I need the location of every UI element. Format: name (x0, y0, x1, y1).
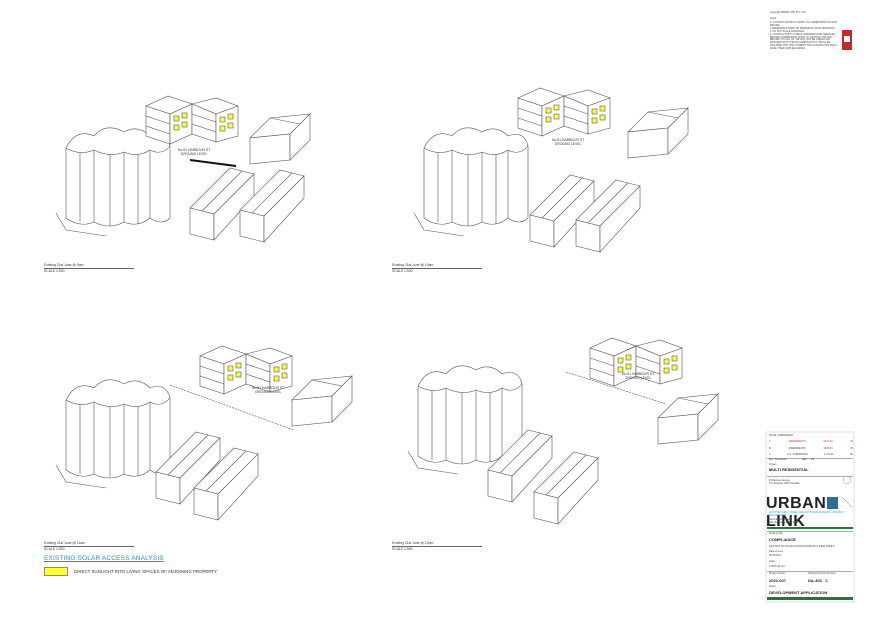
logo-bar (767, 527, 853, 529)
view-10am (413, 87, 689, 253)
scale-value: 1:500 @ A3 (769, 564, 785, 568)
caption-rule (392, 268, 482, 269)
notes-list: 1. CONTRACTOR MUST VERIFY ALL DIMENSIONS… (770, 21, 842, 51)
drawing-title: COMPLIANCE (769, 537, 796, 542)
registration-stamp-icon (842, 30, 852, 50)
note-line: PROCEED WITH THE DOCUMENTATION IT SHALL … (770, 41, 831, 45)
company-logo: URBANLINK (766, 495, 875, 531)
date-value: 20/10/2021 (769, 554, 781, 557)
divider (767, 571, 853, 572)
issue-desc: AMENDMENTS (788, 440, 806, 443)
issue-no: B (769, 447, 771, 450)
copyright-text: Copyright URBAN LINK PTY LTD (770, 11, 806, 14)
caption-title: Existing 21st June @ 9am (44, 263, 84, 267)
note-line: COMMENCING WORK OR PREPARING SHOP DRAWIN… (770, 26, 836, 30)
issue-desc: D.A. SUBMISSION (787, 453, 808, 456)
view-12pm (407, 337, 719, 525)
date-label: Date of Issue (769, 550, 784, 553)
issue-no: C (769, 440, 771, 443)
scale-label: Scale (769, 560, 775, 563)
caption-rule (44, 268, 134, 269)
legend-label: DIRECT SUNLIGHT INTO LIVING SPACES OF AD… (74, 569, 218, 574)
drawing-number-label: Drawing Number Revision (808, 572, 836, 575)
note-line: BEFORE COMMENCING WORK. IF CONTRACTOR FA… (770, 35, 832, 39)
issue-heading: ISSUE / AMENDMENT (769, 434, 794, 437)
issue-date: 17.03.21 (824, 453, 834, 456)
tag-view-4: No.51 HARBOUR ST GROUND LEVEL (622, 372, 655, 380)
caption-view-3: Existing 21st June @ 11am SCALE 1:500 (44, 541, 134, 551)
note-line: 2. DO NOT SCALE DRAWINGS. (770, 29, 805, 33)
legend-title: EXISTING SOLAR ACCESS ANALYSIS (44, 555, 164, 562)
caption-title: Existing 21st June @ 12pm (392, 541, 434, 545)
note-line: ASSUMED THAT THE CURRENT THE CONTRACTOR … (770, 44, 838, 48)
status-value: DEVELOPMENT APPLICATION (769, 590, 828, 595)
notes-heading: Notes: (770, 17, 777, 20)
drawing-number: DA-403 C (808, 578, 829, 583)
issue-date: 09.10.21 (823, 440, 833, 443)
company-tagline: ARCHITECTURE | URBAN DESIGN | INTERIOR D… (769, 511, 845, 517)
tag-view-1: No.51 HARBOUR ST GROUND LEVEL (178, 148, 211, 156)
caption-view-2: Existing 21st June @ 10am SCALE 1:500 (392, 263, 482, 273)
sheet-title: EXISTING 3D SOLAR ACCESS DIAGRAM 01 (NEW… (769, 545, 835, 548)
note-line: BEFORE TO CALL US, WE WILL NOT BE LIABLE… (770, 38, 830, 42)
issue-desc: AMENDMENTS (788, 447, 806, 450)
project-number-label: Project Number (769, 572, 786, 575)
note-line: 3. CONTRACTOR TO CHECK UNDERGROUND SERVI… (770, 32, 835, 36)
issue-row: C AMENDMENTS 09.10.21 DI (769, 440, 853, 444)
company-contact: Nominated Architect Sam Burnshaw Reg # 9… (769, 518, 799, 524)
issue-date: 18.03.21 (823, 447, 833, 450)
drawing-title-label: Drawing Title (769, 532, 783, 535)
issue-by: DL (849, 453, 853, 456)
legend-swatch (44, 567, 68, 576)
caption-scale: SCALE 1:500 (44, 269, 65, 273)
note-line: MAKE THEIR OWN ENQUIRIES. (770, 47, 806, 51)
caption-title: Existing 21st June @ 11am (44, 541, 86, 545)
issue-by: DI (850, 440, 853, 443)
project-label: Project (769, 463, 777, 466)
issue-by: DI (850, 447, 853, 450)
caption-rule (392, 546, 482, 547)
issue-row: A D.A. SUBMISSION 17.03.21 DL (769, 453, 853, 457)
issue-no: A (769, 453, 771, 456)
divider (767, 476, 853, 477)
issue-columns: Rev Description Date Init (769, 458, 815, 461)
note-line: 1. CONTRACTOR MUST VERIFY ALL DIMENSIONS… (770, 21, 837, 27)
divider (767, 531, 853, 532)
title-block-frame (765, 431, 855, 603)
project-address: 16 Bayview Avenue The Entrance NSW Austr… (769, 479, 800, 485)
project-number: 2020-007 (769, 578, 786, 583)
caption-view-4: Existing 21st June @ 12pm SCALE 1:500 (392, 541, 482, 551)
status-label: Status (769, 585, 776, 588)
caption-view-1: Existing 21st June @ 9am SCALE 1:500 (44, 263, 134, 273)
caption-scale: SCALE 1:500 (392, 547, 413, 551)
issue-row: B AMENDMENTS 18.03.21 DI (769, 447, 853, 451)
tag-view-3: No.51 HARBOUR ST GROUND LEVEL (252, 386, 285, 394)
caption-title: Existing 21st June @ 10am (392, 263, 434, 267)
status-bar (767, 597, 853, 600)
divider (767, 458, 853, 459)
tag-view-2: No.51 HARBOUR ST GROUND LEVEL (552, 138, 585, 146)
caption-scale: SCALE 1:500 (44, 547, 65, 551)
legend-item: DIRECT SUNLIGHT INTO LIVING SPACES OF AD… (44, 567, 217, 576)
project-name: MULTI RESIDENTIAL (769, 467, 809, 472)
view-9am (55, 95, 311, 243)
caption-rule (44, 546, 134, 547)
caption-scale: SCALE 1:500 (392, 269, 413, 273)
view-11am (55, 345, 353, 521)
